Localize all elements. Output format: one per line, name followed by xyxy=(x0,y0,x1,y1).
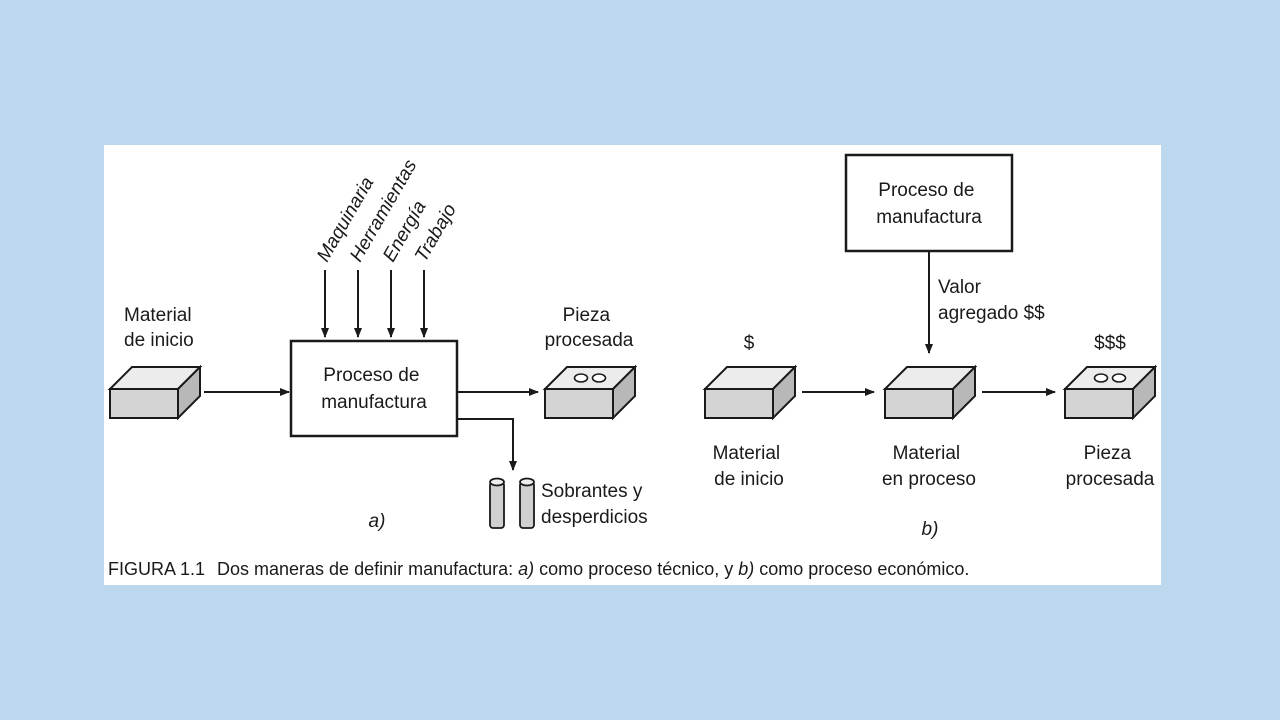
start-material-block-a xyxy=(109,366,201,419)
value-added-label-b: Valor agregado $$ xyxy=(938,277,1045,324)
figure-diagram: Maquinaria Herramientas Energía Trabajo … xyxy=(108,153,1161,579)
scrap-cylinder-1 xyxy=(489,477,505,529)
arrow-process-to-scrap-a xyxy=(457,418,517,471)
start-material-block-b xyxy=(704,366,796,419)
diagram-b-tag: b) xyxy=(922,519,939,540)
start-material-label-a: Material de inicio xyxy=(124,305,197,351)
output-label-a: Pieza procesada xyxy=(545,305,634,351)
diagram-a-tag: a) xyxy=(369,511,386,532)
scrap-label-a: Sobrantes y desperdicios xyxy=(541,481,648,528)
scrap-cylinder-2 xyxy=(519,477,535,529)
figure-caption: FIGURA 1.1 Dos maneras de definir manufa… xyxy=(108,559,969,579)
processed-part-block-a xyxy=(545,367,635,418)
processed-part-block-b xyxy=(1065,367,1155,418)
diagram-a: Maquinaria Herramientas Energía Trabajo … xyxy=(109,156,648,532)
figure-number: FIGURA 1.1 xyxy=(108,559,205,579)
cost-label-start: $ xyxy=(744,333,755,354)
stage-label-inprocess-b: Material en proceso xyxy=(882,443,976,490)
process-label-a: Proceso de manufactura xyxy=(321,365,427,413)
figure-panel: Maquinaria Herramientas Energía Trabajo … xyxy=(104,145,1161,585)
process-box-a xyxy=(289,339,459,438)
cost-label-output: $$$ xyxy=(1094,333,1126,354)
stage-label-start-b: Material de inicio xyxy=(713,443,786,490)
process-label-b: Proceso de manufactura xyxy=(876,180,982,228)
process-box-b xyxy=(844,153,1014,253)
inprocess-block-b xyxy=(884,366,976,419)
diagram-b: Proceso de manufactura Valor agregado $$… xyxy=(704,153,1155,540)
stage-label-output-b: Pieza procesada xyxy=(1066,443,1155,490)
